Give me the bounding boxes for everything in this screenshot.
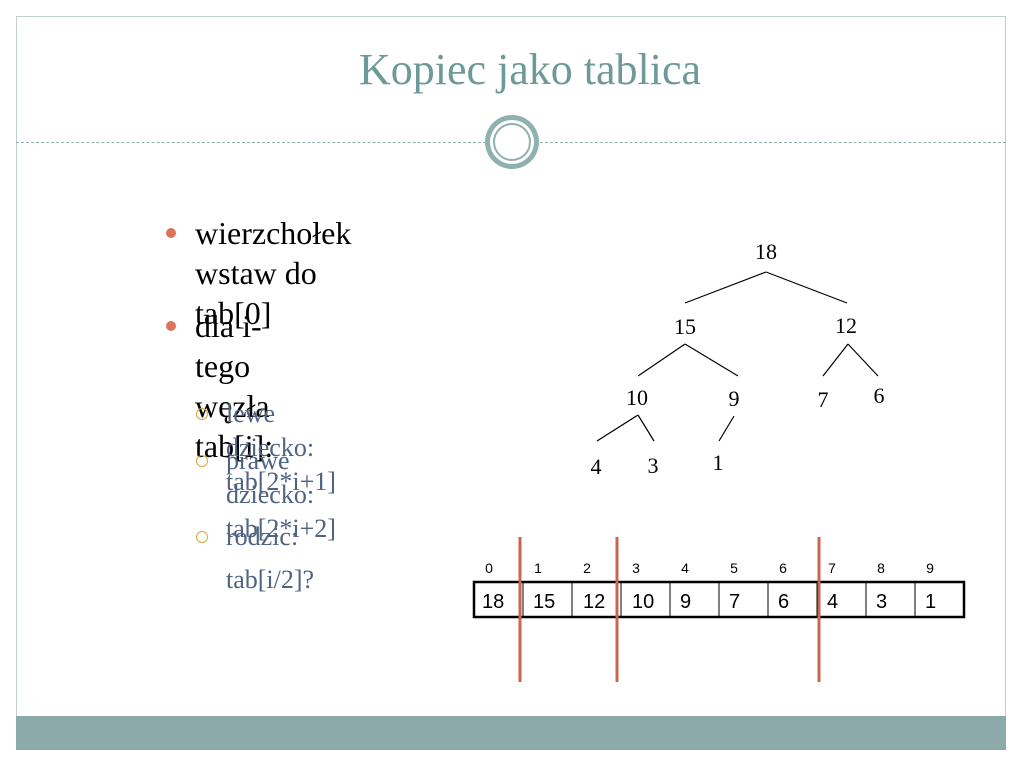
level-separators <box>518 537 821 682</box>
subbullet-item: prawe dziecko: tab[2*i+2] <box>196 444 336 546</box>
tree-edges <box>596 271 879 442</box>
bullet-dot-icon <box>166 228 176 238</box>
array-index: 7 <box>828 560 836 576</box>
footer-bar <box>16 716 1006 750</box>
array-index: 2 <box>583 560 591 576</box>
bullet-text-line: wierzchołek wstaw do <box>195 215 352 291</box>
array-index: 8 <box>877 560 885 576</box>
tree-edge <box>847 343 879 377</box>
tree-node: 6 <box>874 383 885 408</box>
array-index: 5 <box>730 560 738 576</box>
subbullet-text-line: lewe dziecko: tab[2*i+1] <box>226 399 336 496</box>
subbullet-text-line: rodzic: <box>226 522 299 551</box>
subbullet-item: rodzic: tab[i/2]? <box>196 520 315 597</box>
tree-node: 12 <box>835 313 857 338</box>
circle-bullet-icon <box>196 455 208 467</box>
bullet-text-line: dla i-tego węzła <box>195 308 270 424</box>
array-cell-value: 10 <box>632 591 654 613</box>
subbullet-text-line: prawe dziecko: <box>226 446 315 509</box>
bullet-item: dla i-tego węzła tab[i]: <box>166 306 274 466</box>
array-index: 6 <box>779 560 787 576</box>
tree-nodes: 18 15 12 10 9 7 6 4 3 1 <box>591 239 885 479</box>
array-cell-value: 7 <box>729 591 740 613</box>
tree-node: 4 <box>591 454 602 479</box>
bullet-text-line: tab[i]: <box>195 428 274 464</box>
tree-edge <box>718 415 735 442</box>
array-index-labels: 0 1 2 3 4 5 6 7 8 9 <box>485 560 934 576</box>
array-index: 1 <box>534 560 542 576</box>
tree-node: 1 <box>713 450 724 475</box>
tree-edge <box>637 343 686 377</box>
bullet-item: wierzchołek wstaw do tab[0] <box>166 213 352 333</box>
tree-edge <box>684 271 767 304</box>
tree-edge <box>596 414 639 442</box>
array-cells: 18 15 12 10 9 7 6 4 3 1 <box>472 580 966 619</box>
subbullet-text-line: tab[i/2]? <box>226 565 315 594</box>
array-cell-value: 18 <box>482 591 504 613</box>
array-cell-value: 12 <box>583 591 605 613</box>
array-index: 3 <box>632 560 640 576</box>
subbullet-text-line: tab[2*i+2] <box>226 514 336 543</box>
array-index: 0 <box>485 560 493 576</box>
tree-node: 10 <box>626 385 648 410</box>
array-cell-value: 1 <box>925 591 936 613</box>
array-cell-value: 4 <box>827 591 838 613</box>
array-cell-value: 3 <box>876 591 887 613</box>
tree-node: 15 <box>674 314 696 339</box>
tree-edge <box>637 414 655 442</box>
circle-bullet-icon <box>196 531 208 543</box>
bullet-text-line: tab[0] <box>195 295 272 331</box>
tree-node-root: 18 <box>755 239 777 264</box>
tree-node: 3 <box>648 453 659 478</box>
tree-edge <box>822 343 849 377</box>
tree-edge <box>765 271 848 304</box>
bullet-dot-icon <box>166 321 176 331</box>
title-divider-left <box>16 142 486 143</box>
array-index: 9 <box>926 560 934 576</box>
tree-node: 9 <box>729 386 740 411</box>
array-cell-value: 6 <box>778 591 789 613</box>
array-cell-value: 9 <box>680 591 691 613</box>
divider-ring-core <box>493 123 531 161</box>
tree-node: 7 <box>818 387 829 412</box>
title-divider-right <box>540 142 1006 143</box>
array-index: 4 <box>681 560 689 576</box>
array-cell-value: 15 <box>533 591 555 613</box>
tree-edge <box>684 343 739 377</box>
subbullet-item: lewe dziecko: tab[2*i+1] <box>196 397 336 499</box>
circle-bullet-icon <box>196 408 208 420</box>
slide-title: Kopiec jako tablica <box>358 45 702 94</box>
